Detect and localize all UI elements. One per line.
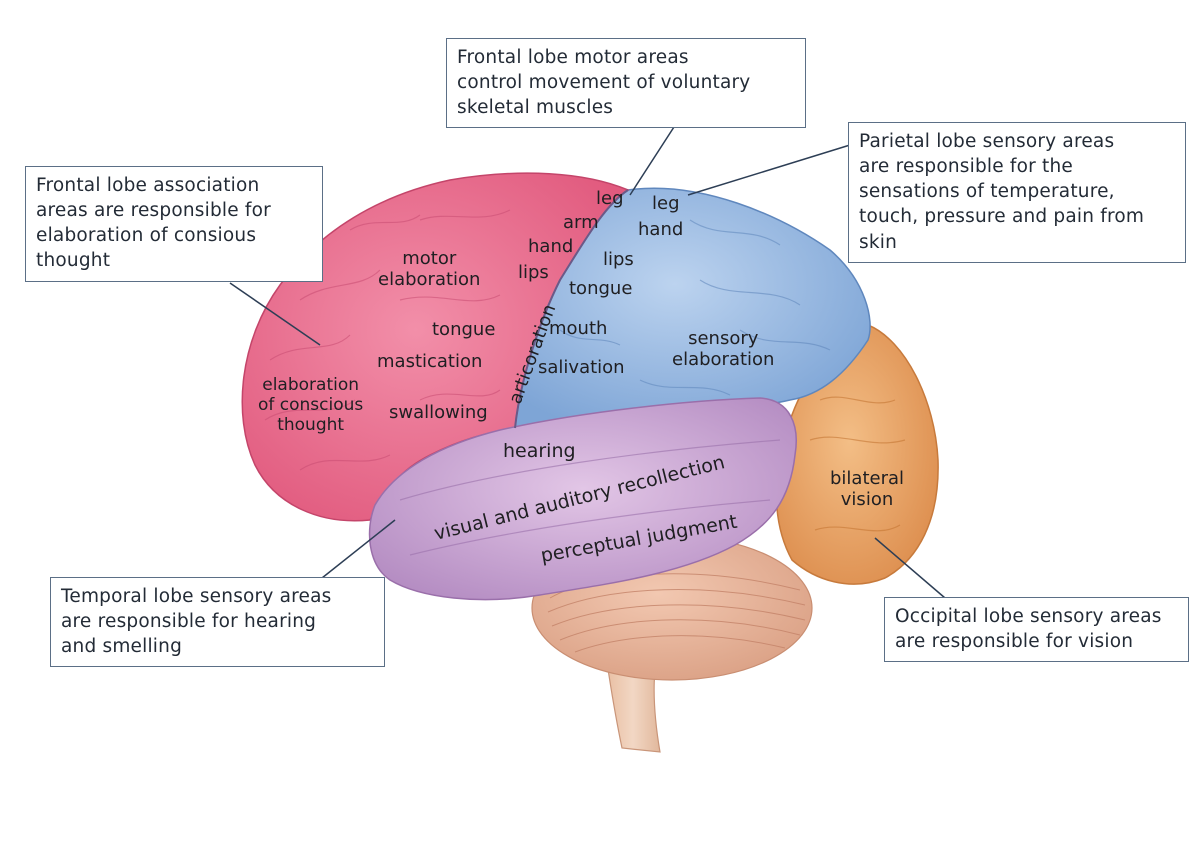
occipital-gyri [809, 396, 906, 532]
label-parietal-tongue: tongue [569, 278, 633, 299]
label-motor-elaboration: motor elaboration [378, 248, 481, 291]
label-sensory-elaboration: sensory elaboration [672, 328, 775, 371]
label-mouth: mouth [549, 318, 608, 339]
label-bilateral-vision: bilateral vision [830, 468, 905, 511]
central-sulcus [514, 189, 629, 429]
label-frontal-hand: hand [528, 236, 574, 257]
label-frontal-arm: arm [563, 212, 599, 233]
leader-frontal-association [229, 282, 321, 346]
label-frontal-leg: leg [596, 188, 624, 209]
callout-occipital-sensory: Occipital lobe sensory areas are respons… [884, 597, 1189, 663]
callout-temporal-sensory: Temporal lobe sensory areas are responsi… [50, 577, 385, 668]
label-salivation: salivation [538, 357, 625, 378]
leader-lines [229, 126, 946, 599]
label-parietal-lips: lips [603, 249, 634, 270]
frontal-gyri [264, 209, 511, 471]
label-frontal-lips: lips [518, 262, 549, 283]
label-parietal-leg: leg [652, 193, 680, 214]
leader-occipital [874, 537, 946, 599]
label-hearing: hearing [503, 440, 576, 462]
leader-temporal [321, 519, 396, 579]
temporal-gyri [399, 439, 781, 556]
label-parietal-hand: hand [638, 219, 684, 240]
label-mastication: mastication [377, 351, 483, 372]
leader-frontal-motor [629, 126, 675, 196]
label-frontal-tongue: tongue [432, 319, 496, 340]
callout-parietal-sensory: Parietal lobe sensory areas are responsi… [848, 122, 1186, 263]
callout-frontal-association: Frontal lobe association areas are respo… [25, 166, 323, 282]
callout-frontal-motor: Frontal lobe motor areas control movemen… [446, 38, 806, 129]
parietal-gyri [559, 219, 831, 396]
label-swallowing: swallowing [389, 402, 488, 423]
leader-parietal [687, 144, 851, 196]
label-elaboration-thought: elaboration of conscious thought [258, 375, 364, 436]
